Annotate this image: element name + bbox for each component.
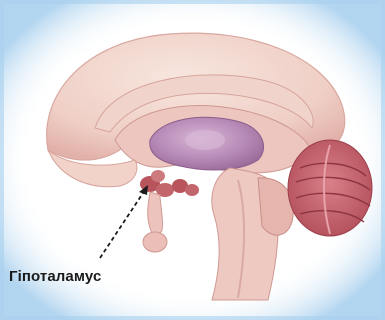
pituitary-gland [143,232,167,252]
cerebellum [288,140,372,236]
pituitary-stalk [148,192,163,234]
thalamus-highlight [185,130,225,150]
hypothalamus-label: Гіпоталамус [9,268,101,285]
